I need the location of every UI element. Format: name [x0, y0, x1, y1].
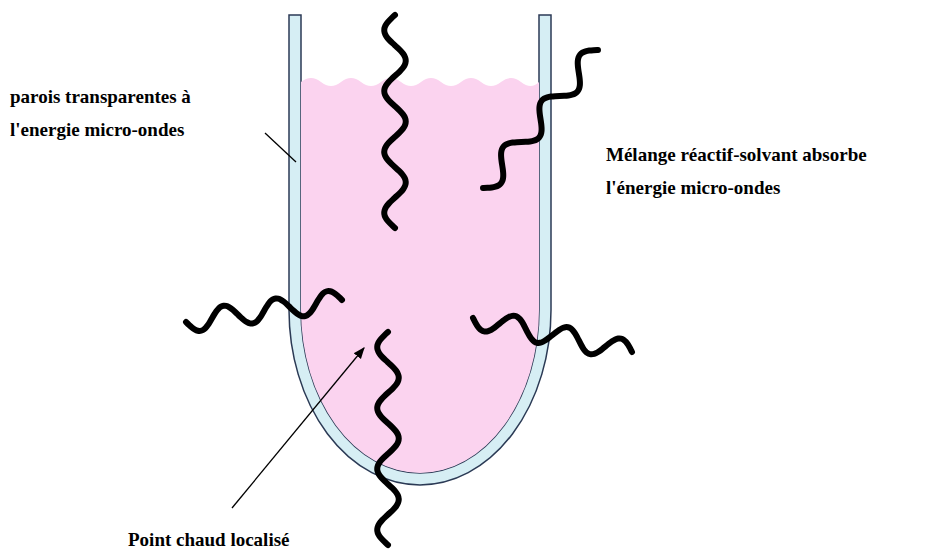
microwave: [483, 50, 598, 188]
microwave: [473, 316, 632, 354]
tube-wall: [289, 15, 551, 485]
leader-arrow: [232, 348, 364, 508]
reaction-mixture: [301, 78, 539, 473]
annotation-label: Point chaud localisé: [128, 523, 388, 556]
annotation-label: parois transparentes à l'energie micro-o…: [10, 80, 260, 146]
leader-line: [265, 133, 296, 162]
microwave: [186, 291, 342, 331]
microwave: [377, 332, 399, 545]
microwave: [384, 15, 406, 228]
annotation-label: Mélange réactif-solvant absorbe l'énergi…: [606, 138, 931, 204]
microwave-group: [186, 15, 632, 545]
